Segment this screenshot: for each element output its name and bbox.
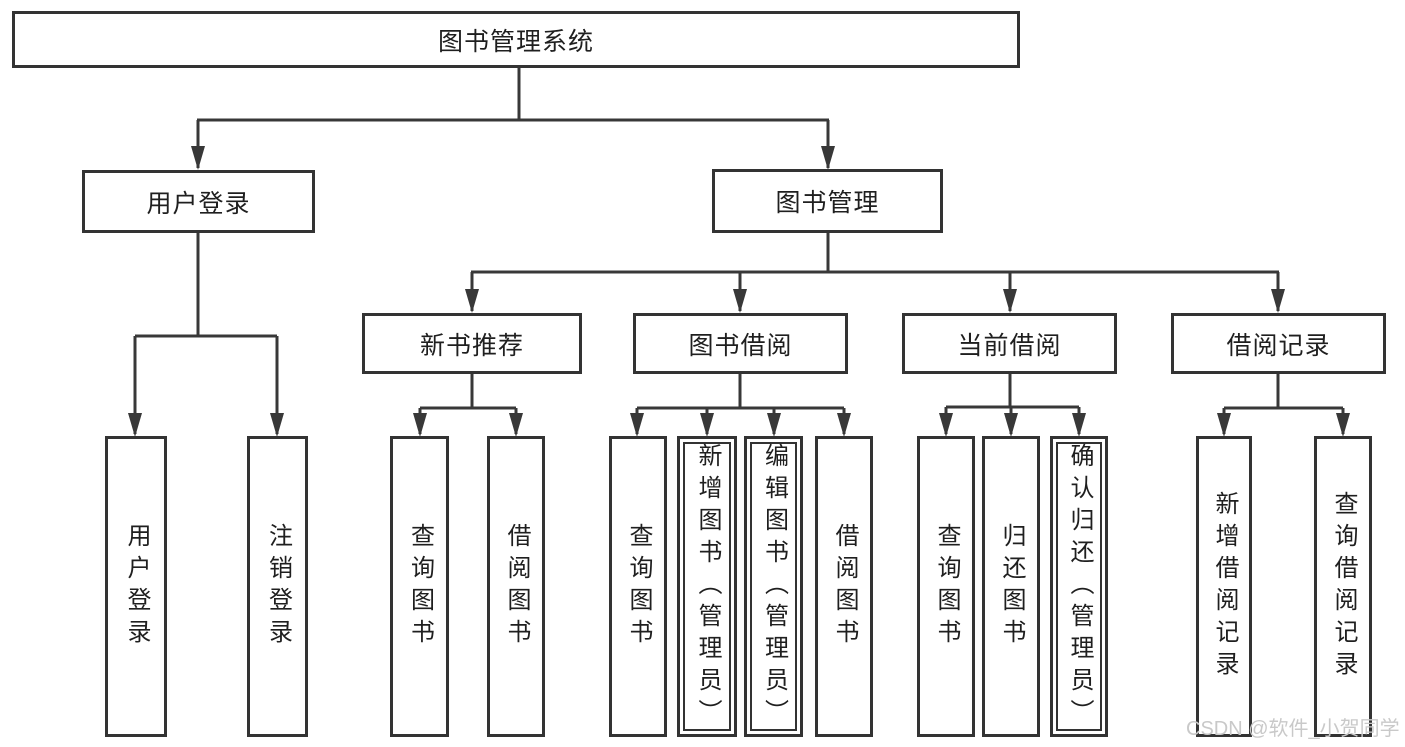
leaf-current-query-books: 查询图书 — [917, 436, 975, 737]
leaf-borrow-add-books-admin: 新增图书（管理员） — [677, 436, 737, 737]
node-user-login: 用户登录 — [82, 170, 315, 233]
leaf-newbook-borrow-books: 借阅图书 — [487, 436, 545, 737]
leaf-newbook-borrow-books-label: 借阅图书 — [503, 522, 529, 651]
leaf-borrow-query-books: 查询图书 — [609, 436, 667, 737]
node-book-borrow: 图书借阅 — [633, 313, 848, 374]
leaf-current-return-books-label: 归还图书 — [998, 522, 1024, 651]
leaf-borrow-query-books-label: 查询图书 — [625, 522, 651, 651]
leaf-borrow-borrow-books-label: 借阅图书 — [831, 522, 857, 651]
leaf-records-add-record: 新增借阅记录 — [1196, 436, 1252, 737]
leaf-borrow-borrow-books: 借阅图书 — [815, 436, 873, 737]
node-book-management: 图书管理 — [712, 169, 943, 233]
watermark: CSDN @软件_小贺同学 — [1186, 718, 1400, 740]
node-new-book-recommend: 新书推荐 — [362, 313, 582, 374]
leaf-borrow-edit-books-admin-label: 编辑图书（管理员） — [760, 442, 787, 731]
leaf-current-return-books: 归还图书 — [982, 436, 1040, 737]
leaf-logout: 注销登录 — [247, 436, 308, 737]
node-current-borrow: 当前借阅 — [902, 313, 1117, 374]
leaf-borrow-edit-books-admin: 编辑图书（管理员） — [744, 436, 803, 737]
leaf-records-add-record-label: 新增借阅记录 — [1211, 490, 1237, 683]
leaf-newbook-query-books-label: 查询图书 — [406, 522, 433, 651]
node-borrow-records: 借阅记录 — [1171, 313, 1386, 374]
leaf-records-query-record: 查询借阅记录 — [1314, 436, 1372, 737]
node-root: 图书管理系统 — [12, 11, 1020, 68]
leaf-records-query-record-label: 查询借阅记录 — [1330, 490, 1356, 683]
leaf-logout-label: 注销登录 — [264, 522, 291, 651]
leaf-user-login-label: 用户登录 — [123, 522, 149, 651]
leaf-current-confirm-return-admin-label: 确认归还（管理员） — [1066, 442, 1092, 731]
leaf-borrow-add-books-admin-label: 新增图书（管理员） — [694, 442, 720, 731]
leaf-user-login: 用户登录 — [105, 436, 167, 737]
leaf-current-confirm-return-admin: 确认归还（管理员） — [1050, 436, 1108, 737]
leaf-newbook-query-books: 查询图书 — [390, 436, 449, 737]
leaf-current-query-books-label: 查询图书 — [933, 522, 959, 651]
